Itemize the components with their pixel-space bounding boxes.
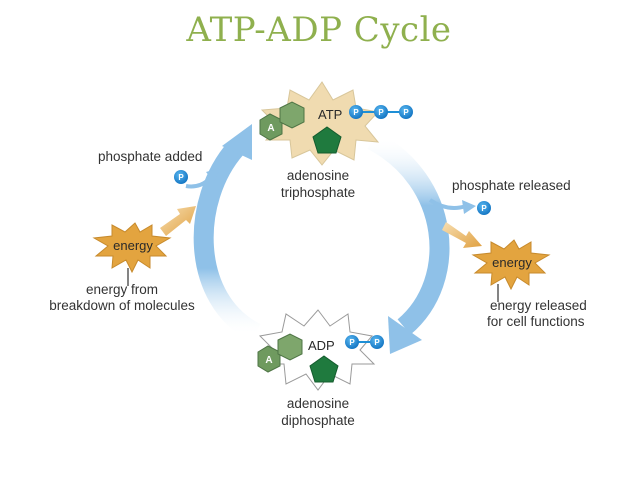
- energy-input-caption-line1: energy from: [86, 282, 158, 297]
- atp-phosphate-1: [349, 105, 363, 119]
- adp-starburst: [258, 309, 376, 391]
- atp-phosphate-2: [374, 105, 388, 119]
- atp-name-line2: triphosphate: [281, 185, 355, 200]
- adp-phosphate-1-label: P: [349, 338, 355, 347]
- phosphate-added-arrow: [185, 174, 214, 189]
- phosphate-added-label: phosphate added: [98, 149, 202, 164]
- energy-input-arrow: [160, 206, 196, 236]
- energy-input-burst: [92, 222, 172, 274]
- adp-label: ADP: [308, 338, 335, 353]
- adp-name-line1: adenosine: [287, 396, 349, 411]
- page-title: ATP-ADP Cycle: [186, 10, 452, 50]
- energy-input-label: energy: [113, 238, 153, 253]
- cycle-arrow-right: [367, 131, 450, 354]
- phosphate-released-group: phosphate released P: [428, 178, 571, 215]
- cycle-arrow-left: [193, 124, 261, 342]
- adp-phosphate-2-label: P: [374, 338, 380, 347]
- energy-output-caption-line1: energy released: [490, 298, 587, 313]
- energy-output-label: energy: [492, 255, 532, 270]
- energy-output-caption-line2: for cell functions: [487, 314, 585, 329]
- adp-ribose-pentagon: [309, 355, 339, 383]
- phosphate-released-label: phosphate released: [452, 178, 571, 193]
- phosphate-added-circle: [174, 170, 188, 184]
- energy-input-caption-line2: breakdown of molecules: [49, 298, 195, 313]
- energy-output-burst: [471, 239, 551, 291]
- atp-adenine-hex-1: [259, 113, 283, 141]
- energy-output-group: energy energy released for cell function…: [442, 222, 587, 329]
- adp-name-line2: diphosphate: [281, 413, 355, 428]
- atp-phosphate-1-label: P: [353, 108, 359, 117]
- energy-input-group: energy energy from breakdown of molecule…: [49, 206, 196, 313]
- adp-phosphate-1: [345, 335, 359, 349]
- adp-adenine-hex-2: [277, 333, 303, 361]
- adp-adenine-hex-1: [257, 345, 281, 373]
- adp-phosphate-2: [370, 335, 384, 349]
- atp-name-line1: adenosine: [287, 168, 349, 183]
- adp-molecule: A ADP P P adenosine diphosphate: [257, 309, 384, 428]
- phosphate-added-group: phosphate added P: [98, 149, 220, 189]
- phosphate-added-circle-label: P: [178, 173, 184, 182]
- atp-phosphate-2-label: P: [378, 108, 384, 117]
- phosphate-released-circle-label: P: [481, 204, 487, 213]
- atp-label: ATP: [318, 107, 342, 122]
- atp-adenine-hex-2: [279, 101, 305, 129]
- atp-phosphate-3-label: P: [403, 108, 409, 117]
- energy-output-arrow: [442, 222, 482, 248]
- atp-molecule: A ATP P P P adenosine triphosphate: [259, 81, 413, 200]
- atp-ribose-pentagon: [312, 126, 342, 154]
- atp-adenine-label: A: [267, 123, 274, 134]
- adp-adenine-label: A: [265, 355, 272, 366]
- atp-phosphate-3: [399, 105, 413, 119]
- phosphate-released-circle: [477, 201, 491, 215]
